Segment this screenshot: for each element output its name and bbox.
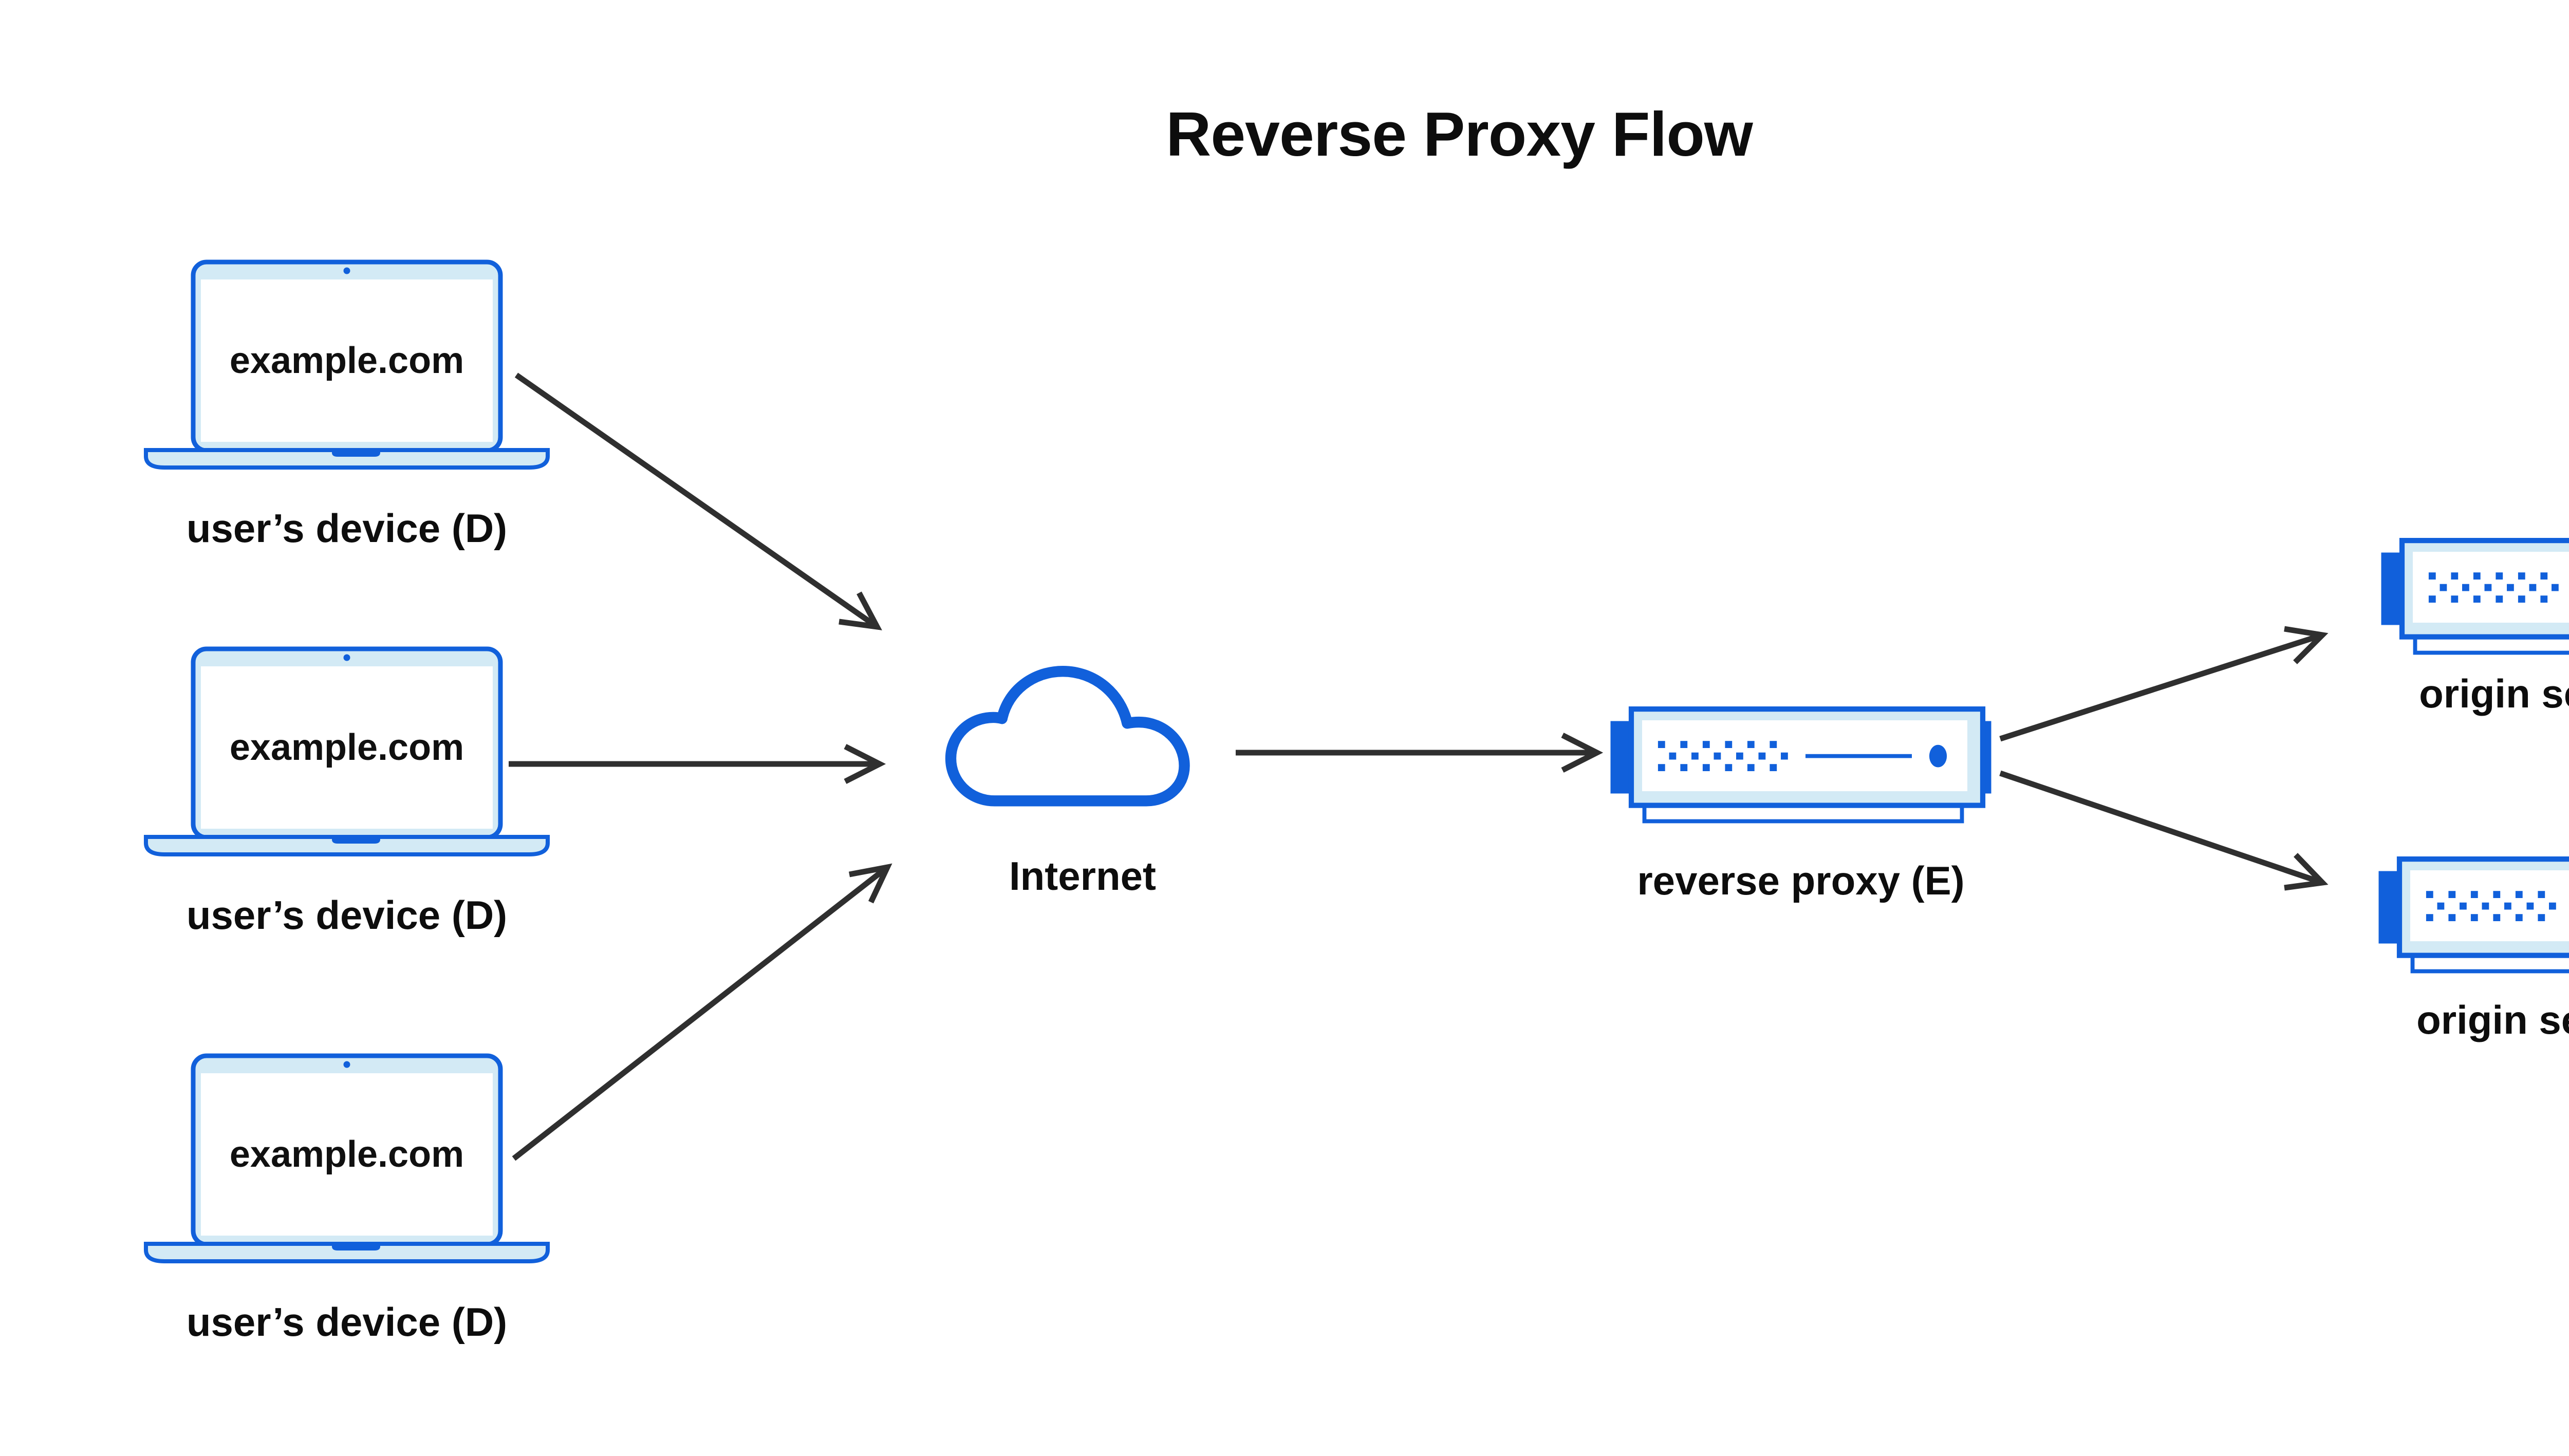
server-faceplate	[2410, 870, 2569, 941]
laptop-screen	[201, 279, 493, 442]
device-screen-url: example.com	[229, 1134, 464, 1175]
server-faceplate	[1642, 720, 1967, 791]
server-left-tab	[2378, 871, 2399, 944]
laptop-notch	[332, 450, 380, 457]
server-vent-dots	[1658, 741, 1788, 771]
webcam-icon	[343, 1061, 350, 1068]
laptop-icon	[144, 259, 550, 470]
user-device-2: example.com user’s device (D)	[144, 646, 550, 965]
laptop-notch	[332, 1244, 380, 1250]
server-left-tab	[1610, 721, 1631, 794]
device-screen-url: example.com	[229, 727, 464, 768]
device-label: user’s device (D)	[186, 1299, 508, 1345]
laptop-base	[144, 835, 550, 856]
arrow-device3-to-internet	[512, 863, 892, 1161]
laptop-notch	[332, 837, 380, 844]
server-icon	[2378, 856, 2569, 974]
server-icon	[1610, 706, 1991, 824]
origin-server-1: origin server (F)	[2379, 538, 2569, 754]
device-label: user’s device (D)	[186, 892, 508, 938]
user-device-1: example.com user’s device (D)	[144, 259, 550, 578]
arrow-proxy-to-origin2	[1999, 770, 2329, 891]
diagram-title: Reverse Proxy Flow	[1166, 99, 1753, 169]
origin-server-label: origin server (F)	[2416, 997, 2569, 1042]
laptop-base	[144, 448, 550, 470]
arrow-proxy-to-origin1	[1999, 626, 2329, 742]
server-left-tab	[2381, 552, 2402, 625]
server-vent-dots	[2428, 572, 2559, 603]
webcam-icon	[343, 267, 350, 274]
device-label: user’s device (D)	[186, 506, 508, 551]
arrow-device2-to-internet	[509, 744, 886, 784]
arrow-device1-to-internet	[514, 372, 882, 630]
reverse-proxy-label: reverse proxy (E)	[1637, 858, 1965, 903]
laptop-base	[144, 1242, 550, 1263]
webcam-icon	[343, 654, 350, 661]
reverse-proxy-node: reverse proxy (E)	[1608, 706, 1994, 922]
server-power-dot	[1929, 744, 1947, 768]
origin-server-label: origin server (F)	[2419, 671, 2569, 716]
internet-node: Internet	[936, 660, 1229, 927]
laptop-screen	[201, 666, 493, 829]
origin-server-2: origin server (F)	[2376, 856, 2569, 1072]
internet-label: Internet	[1009, 853, 1157, 899]
cloud-outline	[945, 665, 1190, 807]
cloud-icon	[945, 665, 1190, 807]
server-vent-dots	[2426, 891, 2556, 921]
laptop-screen	[201, 1073, 493, 1236]
arrow-internet-to-proxy	[1236, 733, 1604, 773]
device-screen-url: example.com	[229, 340, 464, 381]
user-device-3: example.com user’s device (D)	[144, 1053, 550, 1372]
laptop-icon	[144, 1053, 550, 1263]
server-icon	[2381, 538, 2569, 655]
laptop-icon	[144, 646, 550, 856]
